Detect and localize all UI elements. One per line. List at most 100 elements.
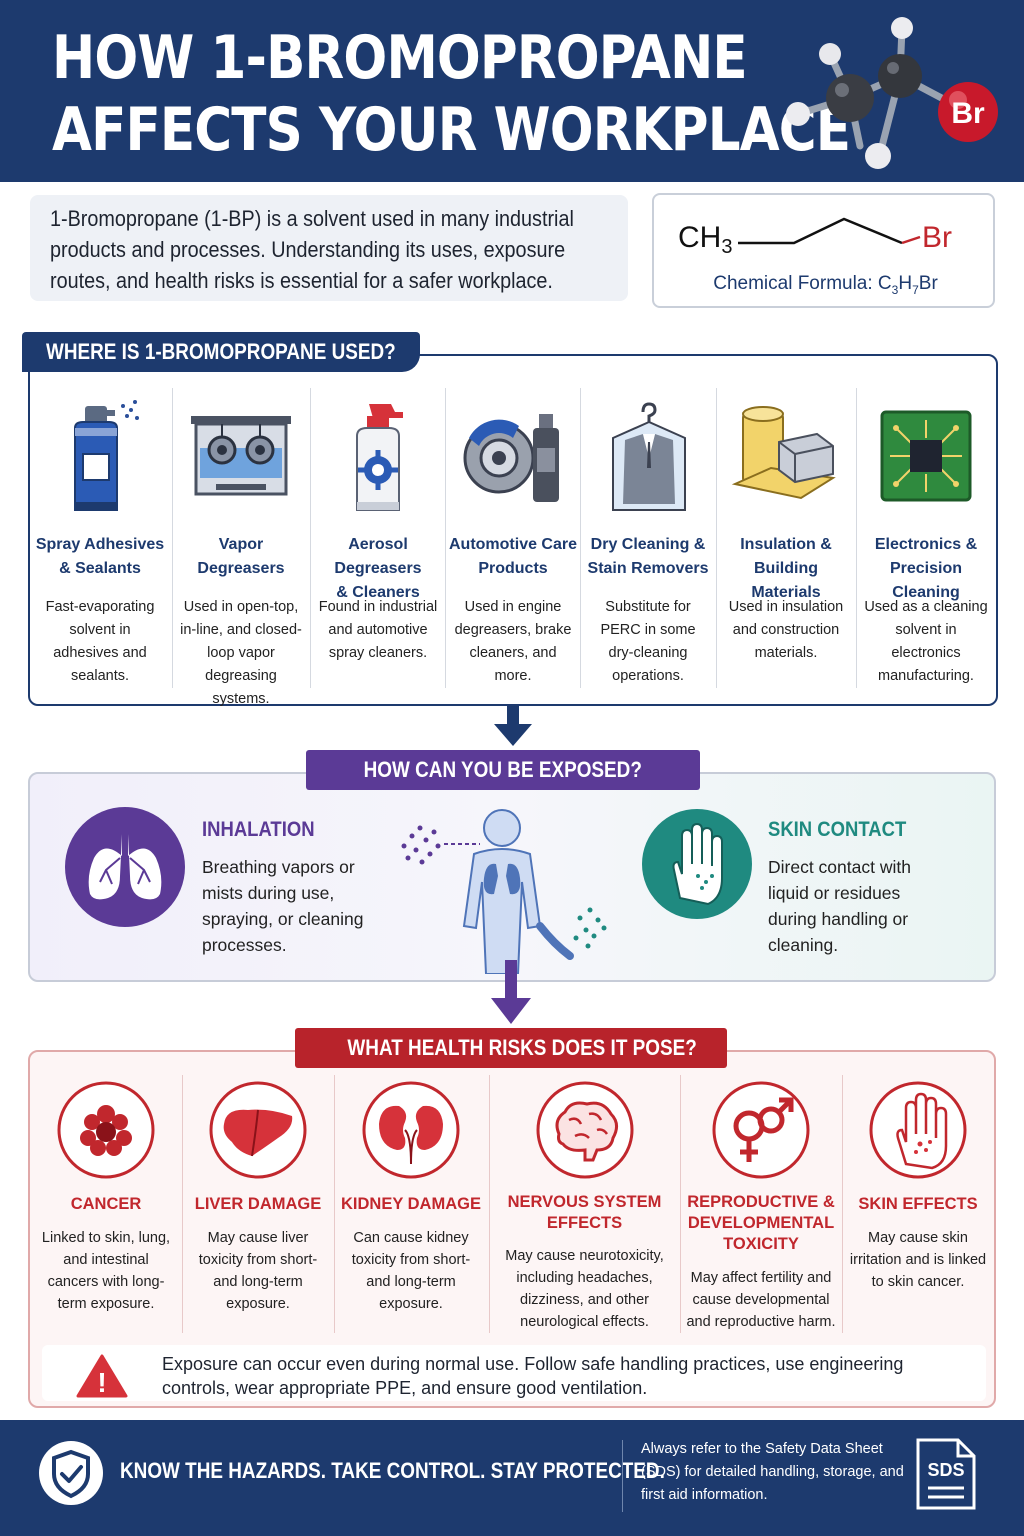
divider [842,1075,843,1333]
use-title-line: Precision Cleaning [889,560,963,601]
brake-disc-icon [463,414,559,502]
warning-icon: ! [76,1354,128,1398]
brain-icon [536,1081,633,1179]
use-desc: Used in engine degreasers, brake cleaner… [454,599,572,684]
svg-text:CH3: CH3 [678,221,732,258]
kidney-icon [362,1081,460,1179]
use-title-line: Vapor Degreasers [197,536,285,577]
formula-suffix: Br [918,273,938,294]
hand-icon [642,809,752,919]
use-item-aerosol-degreasers: Aerosol Degreasers& Cleaners Found in in… [312,388,444,688]
divider [334,1075,335,1333]
use-title-line: Building Materials [751,560,821,601]
use-title-line: Automotive Care [448,536,578,553]
risk-item-kidney: KIDNEY DAMAGE Can cause kidney toxicity … [336,1072,486,1342]
title-line-2: AFFECTS YOUR WORKPLACE [52,95,851,165]
risk-title: KIDNEY DAMAGE [341,1195,481,1213]
skin-contact-title: SKIN CONTACT [768,818,925,842]
ch3-subscript: 3 [721,236,732,258]
skin-hand-icon [869,1081,967,1179]
liver-icon [209,1081,307,1179]
formula-sub-1: 3 [891,282,899,297]
use-title: Spray Adhesives & Sealants [32,533,168,581]
footer-slogan: KNOW THE HAZARDS. TAKE CONTROL. STAY PRO… [120,1458,754,1484]
gender-symbols-icon [712,1081,810,1179]
human-body-icon [401,809,607,974]
risk-title: REPRODUCTIVE & DEVELOPMENTAL TOXICITY [687,1193,835,1253]
warning-text: Exposure can occur even during normal us… [162,1354,904,1398]
divider [182,1075,183,1333]
use-item-spray-adhesives: Spray Adhesives & Sealants Fast-evaporati… [32,388,168,688]
use-title-line: & Sealants [59,560,141,577]
cancer-cell-icon [57,1081,155,1179]
inhalation-title-label: INHALATION [202,818,315,841]
use-desc: Substitute for PERC in some dry-cleaning… [600,599,696,684]
use-desc: Used in insulation and construction mate… [728,599,844,661]
structure-diagram: CH3 Br [678,217,952,258]
risk-desc: May affect fertility and cause developme… [686,1270,836,1330]
use-desc: Used as a cleaning solvent in electronic… [864,599,988,684]
divider [680,1075,681,1333]
br-group-label: Br [922,221,952,254]
use-item-vapor-degreasers: Vapor Degreasers Used in open-top, in-li… [174,388,308,707]
use-title: Electronics & Precision Cleaning [858,533,994,605]
formula-mid: H [898,273,913,294]
intro-text: 1-Bromopropane (1-BP) is a solvent used … [50,206,574,293]
formula-card: CH3 Br Chemical Formula: C3H7Br [652,193,995,308]
use-title-line: Dry Cleaning & [590,536,706,553]
warning-bar [42,1345,986,1401]
footer-note: Always refer to the Safety Data Sheet (S… [641,1441,904,1503]
sds-label: SDS [927,1460,964,1480]
skin-contact-desc: Direct contact with liquid or residues d… [768,857,911,955]
footer-banner [0,1420,1024,1536]
risks-tab-label: WHAT HEALTH RISKS DOES IT POSE? [347,1035,697,1060]
insulation-roll-icon [731,406,836,500]
divider [856,388,857,688]
exposure-tab-label: HOW CAN YOU BE EXPOSED? [363,757,643,782]
use-title-line: Electronics & [874,536,978,553]
warning-mark: ! [97,1367,106,1398]
page-title: HOW 1-BROMOPROPANE AFFECTS YOUR WORKPLAC… [52,22,851,166]
use-item-electronics: Electronics & Precision Cleaning Used as … [858,388,994,688]
bromine-atom-label: Br [951,97,985,130]
use-desc: Fast-evaporating solvent in adhesives an… [45,599,155,684]
use-title: Vapor Degreasers [174,533,308,581]
lungs-icon [65,807,185,927]
inhalation-desc: Breathing vapors or mists during use, sp… [202,857,364,955]
aerosol-can-icon [356,404,403,511]
risk-desc: Can cause kidney toxicity from short- an… [351,1230,471,1312]
shield-icon [39,1441,103,1505]
divider [172,388,173,688]
risk-title: SKIN EFFECTS [858,1195,978,1213]
risk-desc: May cause liver toxicity from short- and… [198,1230,318,1312]
divider [716,388,717,688]
formula-sub-2: 7 [912,282,919,297]
risk-desc: Linked to skin, lung, and intestinal can… [41,1230,171,1312]
use-title: Aerosol Degreasers& Cleaners [312,533,444,605]
footer-slogan-text: KNOW THE HAZARDS. TAKE CONTROL. STAY PRO… [120,1458,665,1483]
use-title: Insulation &Building Materials [718,533,854,605]
divider [580,388,581,688]
risk-item-nervous-system: NERVOUS SYSTEM EFFECTS May cause neuroto… [491,1072,678,1342]
molecule-icon: Br [786,17,998,169]
use-item-dry-cleaning: Dry Cleaning &Stain Removers Substitute … [582,388,714,688]
use-title-line: Spray Adhesives [35,536,165,553]
divider [489,1075,490,1333]
use-desc: Found in industrial and automotive spray… [318,599,438,661]
risk-title: CANCER [70,1195,142,1213]
risks-tab: WHAT HEALTH RISKS DOES IT POSE? [295,1028,727,1068]
arrow-down-icon [494,704,532,746]
use-title: Dry Cleaning &Stain Removers [582,533,714,581]
inhalation-title: INHALATION [202,818,330,842]
risk-desc: May cause neurotoxicity, including heada… [505,1248,664,1330]
use-title-line: Aerosol Degreasers [334,536,422,577]
risk-item-cancer: CANCER Linked to skin, lung, and intesti… [32,1072,180,1342]
sds-document-icon: SDS [916,1438,976,1510]
risk-title: NERVOUS SYSTEM EFFECTS [507,1193,662,1232]
use-desc: Used in open-top, in-line, and closed-lo… [180,599,302,707]
title-line-1: HOW 1-BROMOPROPANE [52,23,748,93]
uses-tab: WHERE IS 1-BROMOPROPANE USED? [22,332,420,372]
use-item-insulation: Insulation &Building Materials Used in i… [718,388,854,688]
risk-title: LIVER DAMAGE [194,1195,322,1213]
